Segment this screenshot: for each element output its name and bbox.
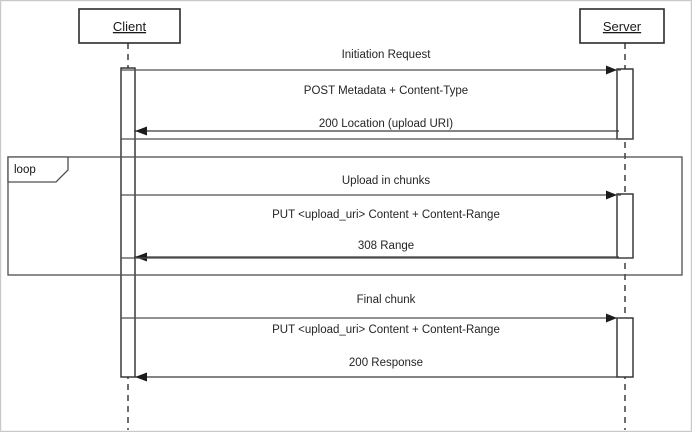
fragment-tab-loop [7, 156, 69, 183]
message-label-put-chunk: PUT <upload_uri> Content + Content-Range [272, 209, 500, 221]
arrow-head-200-location [135, 126, 147, 136]
activation-bar-server-chunk [616, 193, 634, 259]
participant-box-client[interactable] [78, 8, 181, 44]
participant-label-client: Client [113, 19, 147, 34]
arrow-head-post-metadata [606, 65, 617, 75]
fragment-label-loop: loop [14, 164, 36, 176]
section-header-upload-chunks: Upload in chunks [342, 175, 430, 187]
message-label-308-range: 308 Range [358, 240, 414, 252]
fragment-box-loop [7, 156, 683, 276]
section-header-initiation: Initiation Request [342, 49, 432, 61]
message-label-post-metadata: POST Metadata + Content-Type [304, 85, 468, 97]
participant-label-server: Server [603, 19, 642, 34]
participant-box-server[interactable] [579, 8, 665, 44]
arrow-head-put-final [606, 313, 617, 323]
message-label-200-response: 200 Response [349, 357, 423, 369]
message-label-put-final: PUT <upload_uri> Content + Content-Range [272, 324, 500, 336]
activation-bar-server-final [616, 317, 634, 378]
arrow-head-200-response [135, 372, 147, 382]
section-header-final-chunk: Final chunk [357, 294, 416, 306]
activation-bar-client [120, 67, 136, 378]
activation-bar-server-initiation [616, 68, 634, 140]
message-label-200-location: 200 Location (upload URI) [319, 118, 453, 130]
arrow-head-308-range [135, 252, 147, 262]
arrow-head-put-chunk [606, 190, 617, 200]
